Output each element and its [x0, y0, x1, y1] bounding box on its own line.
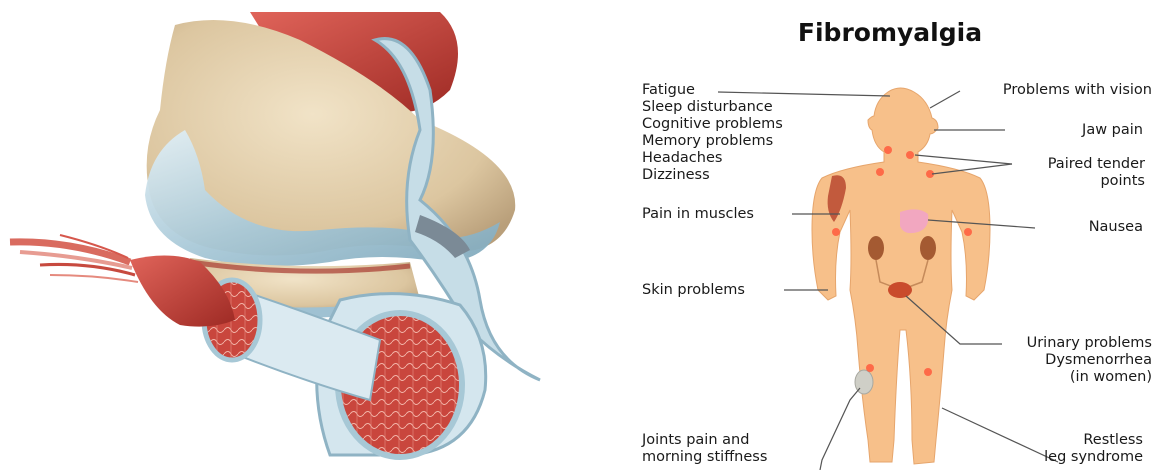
body-figure — [812, 88, 990, 464]
label-nausea: Nausea — [1089, 219, 1143, 236]
body-silhouette — [812, 88, 990, 464]
label-tender-points: Paired tender points — [1048, 156, 1145, 190]
symptom-headaches: Headaches — [642, 150, 783, 167]
right-kidney — [920, 236, 936, 260]
page-title: Fibromyalgia — [760, 18, 1020, 47]
label-vision: Problems with vision — [1003, 82, 1152, 99]
left-kidney — [868, 236, 884, 260]
label-urinary: Urinary problems Dysmenorrhea (in women) — [1027, 335, 1152, 386]
symptom-fatigue: Fatigue — [642, 82, 783, 99]
label-joints-pain: Joints pain and morning stiffness — [642, 432, 767, 466]
joint-illustration — [10, 12, 540, 457]
label-skin-problems: Skin problems — [642, 282, 745, 299]
symptom-cognitive: Cognitive problems — [642, 116, 783, 133]
label-pain-in-muscles: Pain in muscles — [642, 206, 754, 223]
symptom-memory: Memory problems — [642, 133, 783, 150]
symptom-list: Fatigue Sleep disturbance Cognitive prob… — [642, 82, 783, 184]
symptom-dizziness: Dizziness — [642, 167, 783, 184]
bladder — [888, 282, 912, 298]
label-jaw-pain: Jaw pain — [1082, 122, 1143, 139]
symptom-sleep: Sleep disturbance — [642, 99, 783, 116]
label-restless-legs: Restless leg syndrome — [1044, 432, 1143, 466]
